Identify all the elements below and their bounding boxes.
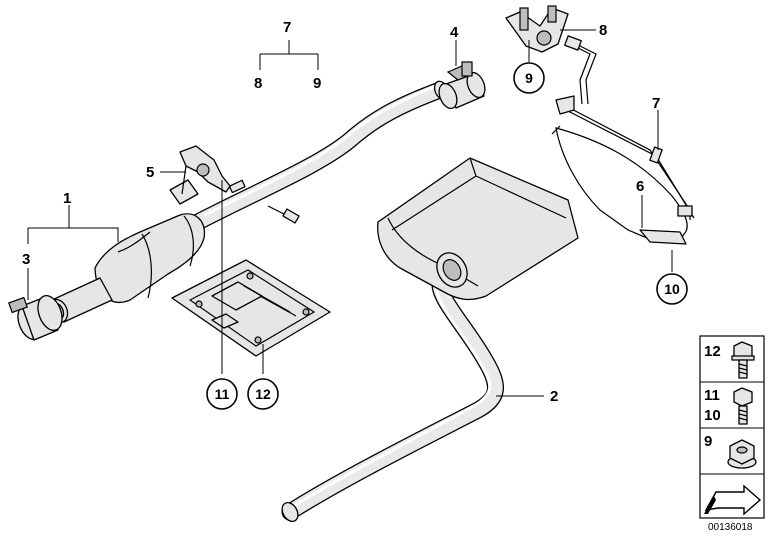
circled-callout-12: 12 [247,378,279,410]
circled-callout-12-label: 12 [255,386,271,402]
rear-silencer-and-tailpipe [281,157,579,522]
callout-8-top: 8 [254,75,262,92]
circled-callout-9-label: 9 [525,70,533,86]
rear-silencer-strap-bracket [551,35,695,245]
callout-4: 4 [450,24,459,41]
callout-8-right: 8 [599,22,607,39]
callout-9-top: 9 [313,75,321,92]
fastener-legend: 12 11 10 9 [699,335,765,519]
heat-shield-plate [171,259,331,357]
callout-6: 6 [636,178,644,195]
circled-callout-10-label: 10 [664,281,680,297]
front-clamp [8,295,63,341]
legend-label-9: 9 [704,433,712,450]
callout-5: 5 [146,164,154,181]
hex-bolt-icon [733,387,753,425]
legend-label-10: 10 [704,407,721,424]
circled-callout-10: 10 [656,273,688,305]
leader-lines [27,29,673,397]
callout-1: 1 [63,190,71,207]
callout-7-top: 7 [283,19,291,36]
sleeve-clamp [438,61,486,110]
callout-3: 3 [22,251,30,268]
rubber-hanger-bracket [169,145,231,205]
rear-rubber-hanger [505,5,569,53]
callout-2: 2 [550,388,558,405]
legend-label-12: 12 [704,343,721,360]
direction-arrow-icon [704,484,762,516]
circled-callout-11-label: 11 [215,386,230,402]
oxygen-sensor-fittings [228,179,300,224]
callout-7-right: 7 [652,95,660,112]
hex-flange-nut-icon [727,439,757,469]
circled-callout-11: 11 [206,378,238,410]
document-id: 00136018 [708,522,753,533]
circled-callout-9: 9 [513,62,545,94]
hex-bolt-flange-icon [731,341,755,379]
legend-label-11: 11 [704,387,720,404]
